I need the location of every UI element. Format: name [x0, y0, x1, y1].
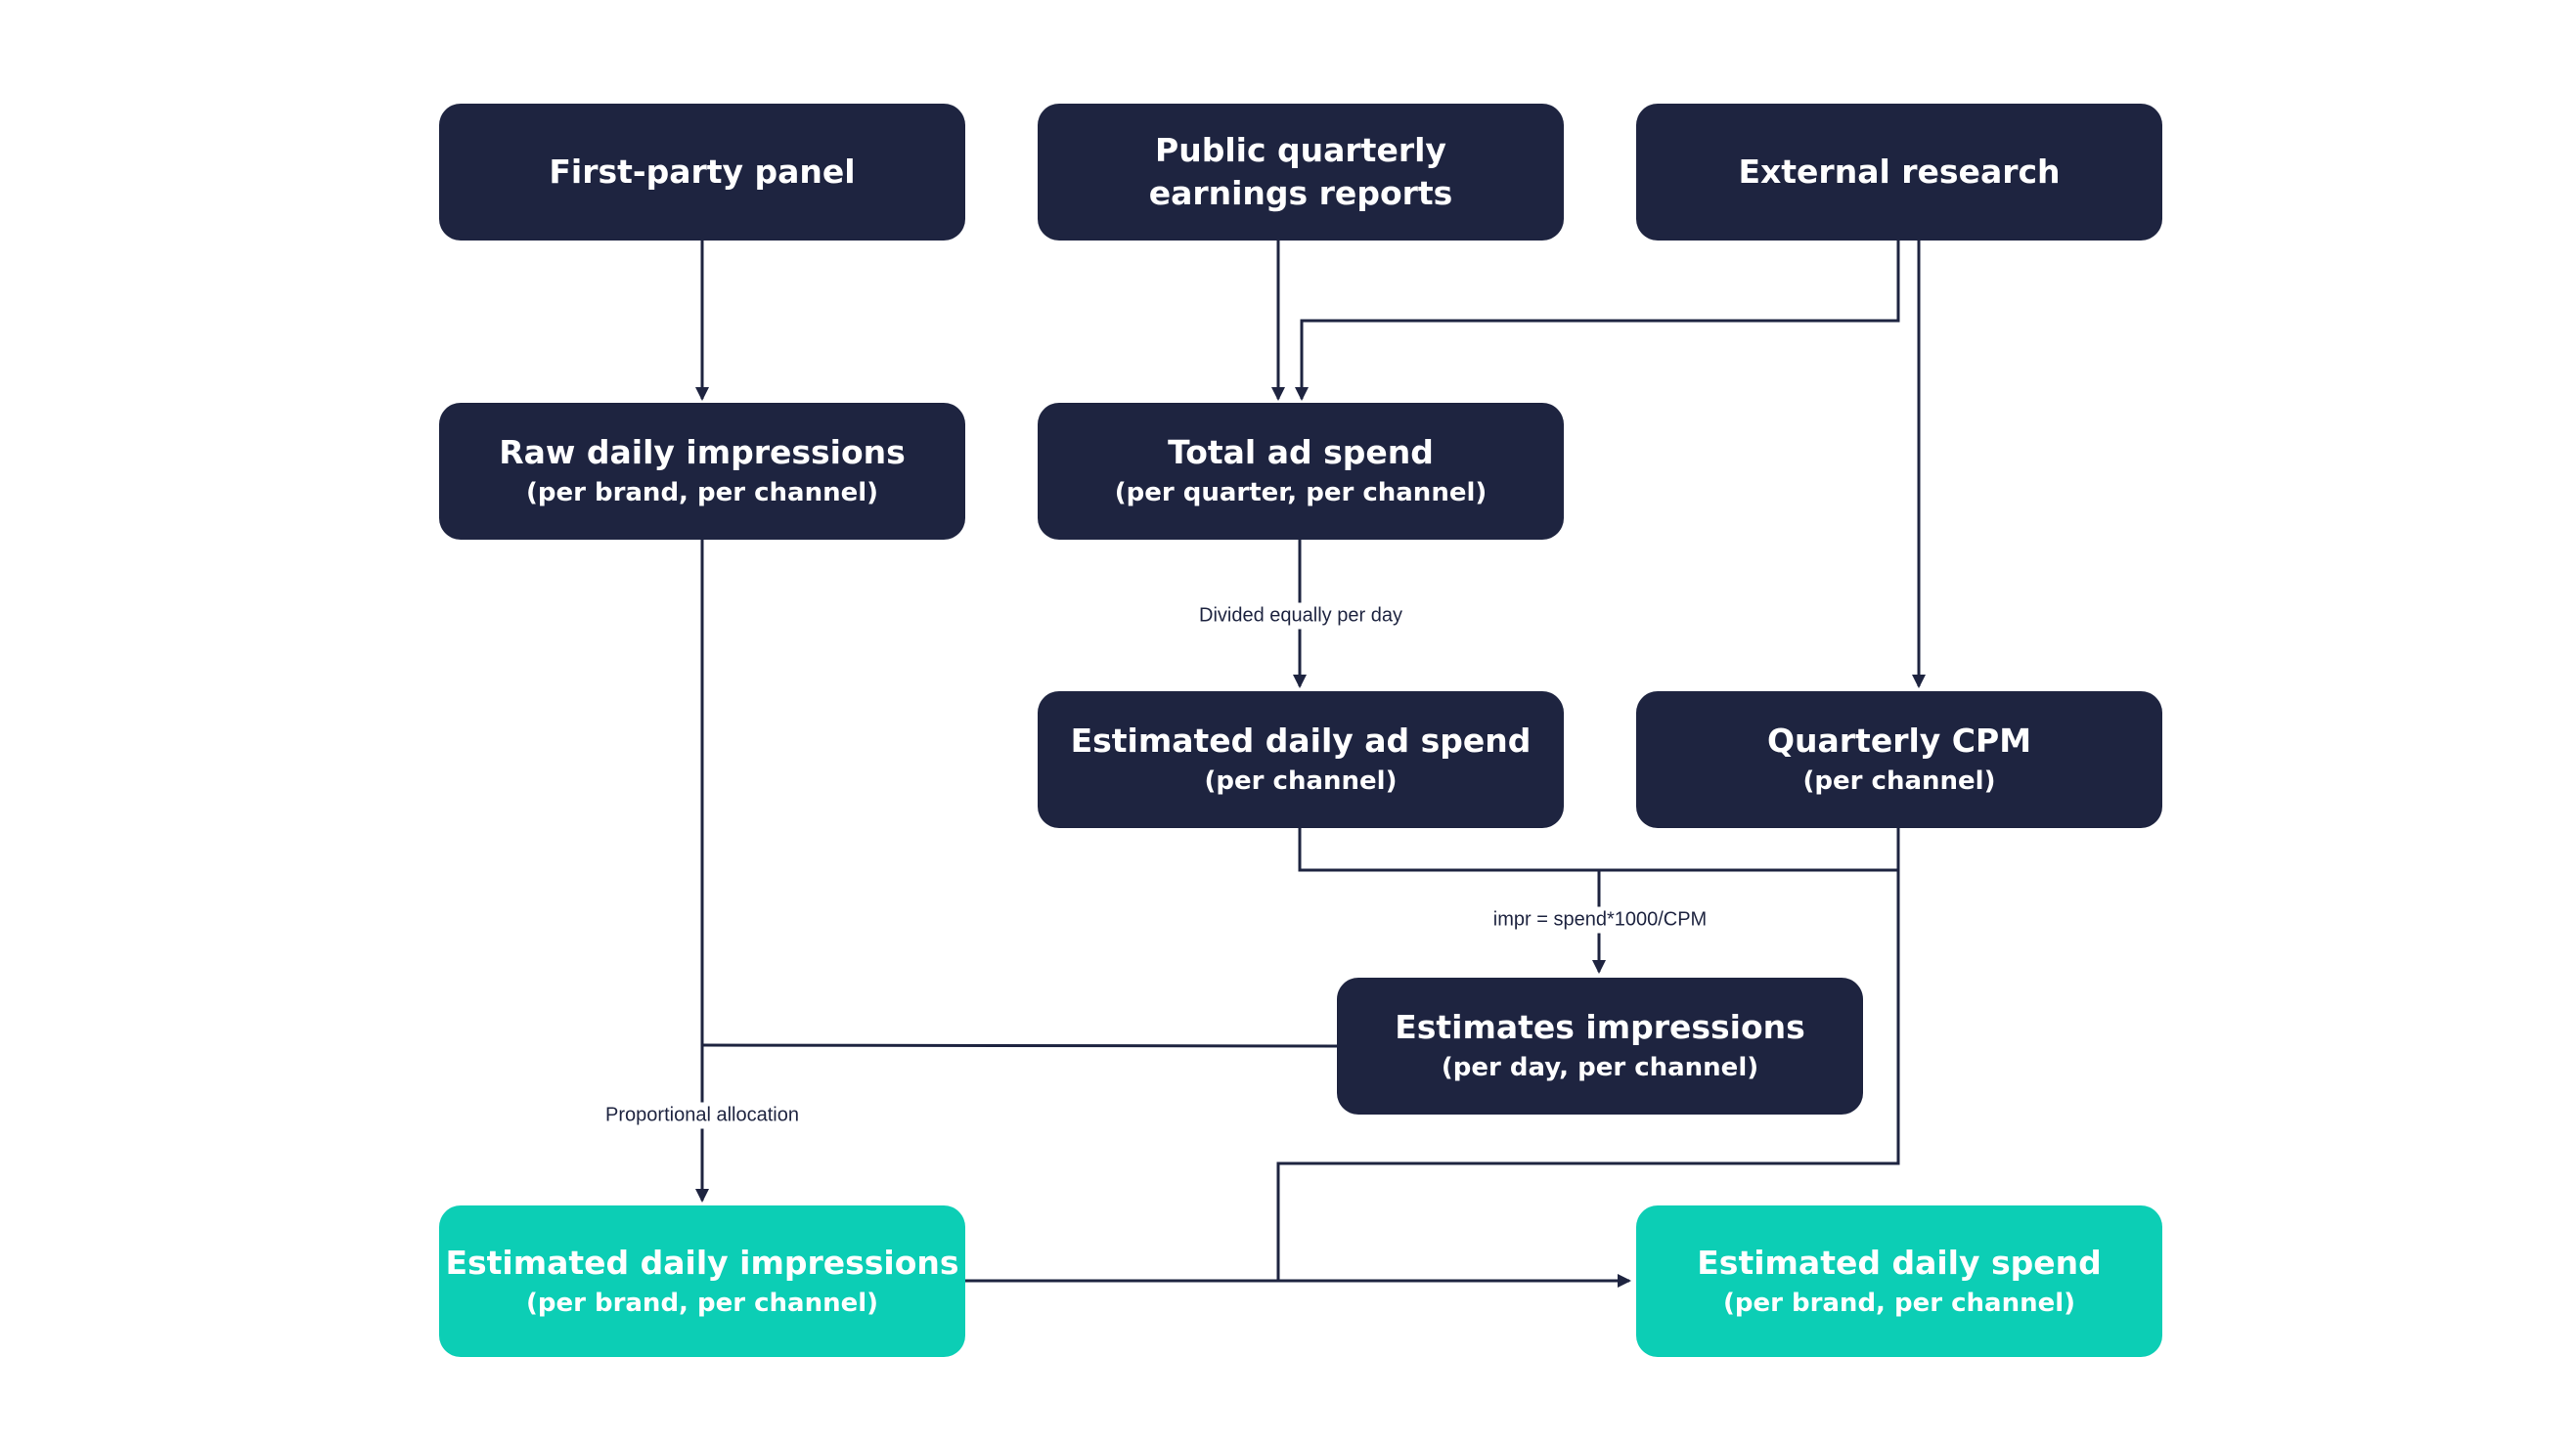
node-title-line1: Public quarterly — [1155, 131, 1446, 169]
node-title: Quarterly CPM — [1766, 722, 2032, 760]
edge-label-divided: Divided equally per day — [1189, 602, 1412, 630]
node-title: Estimates impressions — [1395, 1008, 1805, 1046]
node-subtitle: (per brand, per channel) — [525, 478, 879, 507]
node-subtitle: (per brand, per channel) — [1722, 1288, 2076, 1318]
node-estimates-impressions: Estimates impressions (per day, per chan… — [1337, 978, 1863, 1115]
node-title-line2: earnings reports — [1148, 174, 1453, 212]
node-title: Raw daily impressions — [499, 433, 906, 471]
edge-estimates-to-join — [701, 1043, 1338, 1048]
edge-research-to-total — [1295, 241, 1900, 401]
node-subtitle: (per channel) — [1802, 766, 1996, 796]
edge-label-proportional: Proportional allocation — [596, 1102, 809, 1129]
node-subtitle: (per quarter, per channel) — [1114, 478, 1488, 507]
node-public-reports: Public quarterly earnings reports — [1038, 104, 1564, 241]
node-estimated-daily-ad-spend: Estimated daily ad spend (per channel) — [1038, 691, 1564, 828]
node-subtitle: (per channel) — [1204, 766, 1398, 796]
node-title: Estimated daily impressions — [445, 1243, 959, 1282]
node-quarterly-cpm: Quarterly CPM (per channel) — [1636, 691, 2162, 828]
node-title: Estimated daily ad spend — [1070, 722, 1532, 760]
edge-cpm-to-spend — [1276, 870, 1900, 1281]
node-title: Estimated daily spend — [1697, 1243, 2102, 1282]
node-external-research: External research — [1636, 104, 2162, 241]
node-estimated-daily-impressions: Estimated daily impressions (per brand, … — [439, 1205, 965, 1357]
node-subtitle: (per brand, per channel) — [525, 1288, 879, 1318]
node-estimated-daily-spend: Estimated daily spend (per brand, per ch… — [1636, 1205, 2162, 1357]
node-first-party-panel: First-party panel — [439, 104, 965, 241]
edge-label-formula: impr = spend*1000/CPM — [1483, 906, 1717, 934]
node-title: External research — [1738, 153, 2061, 191]
node-title: Total ad spend — [1168, 433, 1434, 471]
node-subtitle: (per day, per channel) — [1441, 1053, 1759, 1082]
node-title: First-party panel — [549, 153, 856, 191]
node-raw-daily-impressions: Raw daily impressions (per brand, per ch… — [439, 403, 965, 540]
edge-daily-spend-merge — [1298, 828, 1900, 872]
node-total-ad-spend: Total ad spend (per quarter, per channel… — [1038, 403, 1564, 540]
